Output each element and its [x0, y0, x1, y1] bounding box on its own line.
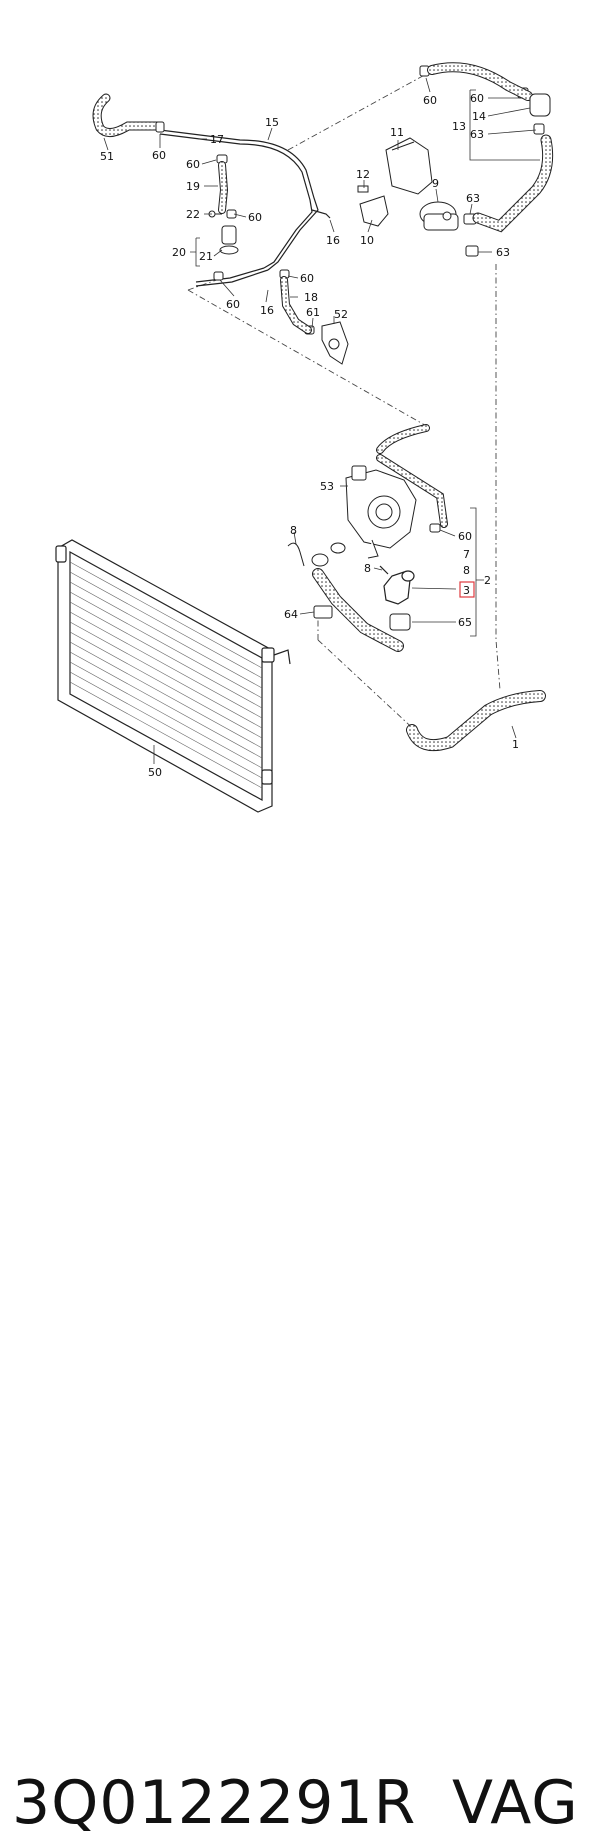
- auxiliary-pump-9: [419, 201, 459, 231]
- callout-21: 21: [199, 250, 213, 263]
- hose-upper-pump: [376, 424, 448, 528]
- hose-18: [280, 276, 312, 334]
- callout-18: 18: [304, 291, 318, 304]
- callout-3: 3: [463, 584, 470, 597]
- callout-16: 16: [326, 234, 340, 247]
- callout-16: 16: [260, 304, 274, 317]
- bracket-10: [357, 185, 389, 227]
- callout-20: 20: [172, 246, 186, 259]
- sensor-52: [321, 321, 349, 365]
- callout-8: 8: [463, 564, 470, 577]
- coolant-pump-53: [345, 465, 417, 559]
- expansion-fitting-20: [208, 210, 239, 255]
- brand-name: VAG: [452, 1768, 579, 1838]
- connector-14: [529, 93, 551, 117]
- callout-1: 1: [512, 738, 519, 751]
- callout-52: 52: [334, 308, 348, 321]
- hose-13: [427, 62, 554, 233]
- callout-11: 11: [390, 126, 404, 139]
- callout-labels: 51 60 15 17 60 19 22 60 20 21 60 16 18 6…: [100, 92, 519, 779]
- callout-65: 65: [458, 616, 472, 629]
- radiator-50: [55, 539, 291, 813]
- coolant-pipe-3: [379, 565, 415, 605]
- part-number: 3Q0122291R: [12, 1768, 417, 1838]
- callout-53: 53: [320, 480, 334, 493]
- callout-8: 8: [290, 524, 297, 537]
- pump-cover-11: [385, 137, 433, 195]
- callout-13: 13: [452, 120, 466, 133]
- callout-22: 22: [186, 208, 200, 221]
- callout-10: 10: [360, 234, 374, 247]
- callout-63: 63: [496, 246, 510, 259]
- callout-9: 9: [432, 177, 439, 190]
- callout-60: 60: [226, 298, 240, 311]
- callout-14: 14: [472, 110, 486, 123]
- callout-60: 60: [470, 92, 484, 105]
- dashed-connection-lines: [187, 71, 501, 736]
- hose-1: [406, 690, 546, 751]
- cooling-system-exploded-diagram: 51 60 15 17 60 19 22 60 20 21 60 16 18 6…: [55, 62, 554, 813]
- seal-ring: [311, 542, 346, 567]
- callout-7: 7: [463, 548, 470, 561]
- callout-60: 60: [248, 211, 262, 224]
- connector-64: [313, 605, 333, 619]
- callout-63: 63: [470, 128, 484, 141]
- connector-65: [389, 613, 411, 631]
- part-footer: 3Q0122291R VAG: [0, 880, 600, 1833]
- callout-60: 60: [186, 158, 200, 171]
- lower-radiator-hose: [312, 568, 404, 652]
- hose-51: [92, 93, 165, 137]
- callout-60: 60: [300, 272, 314, 285]
- callout-12: 12: [356, 168, 370, 181]
- hose-19: [218, 161, 229, 214]
- callout-2: 2: [484, 574, 491, 587]
- coolant-pipe-15: [159, 129, 331, 287]
- callout-15: 15: [265, 116, 279, 129]
- callout-8: 8: [364, 562, 371, 575]
- callout-60: 60: [458, 530, 472, 543]
- callout-61: 61: [306, 306, 320, 319]
- callout-50: 50: [148, 766, 162, 779]
- callout-64: 64: [284, 608, 298, 621]
- callout-17: 17: [210, 133, 224, 146]
- callout-60: 60: [152, 149, 166, 162]
- callout-51: 51: [100, 150, 114, 163]
- callout-63: 63: [466, 192, 480, 205]
- callout-19: 19: [186, 180, 200, 193]
- callout-60: 60: [423, 94, 437, 107]
- retaining-clip-8: [287, 542, 305, 567]
- leader-lines: [103, 77, 540, 764]
- highlight-box-3: [459, 581, 475, 598]
